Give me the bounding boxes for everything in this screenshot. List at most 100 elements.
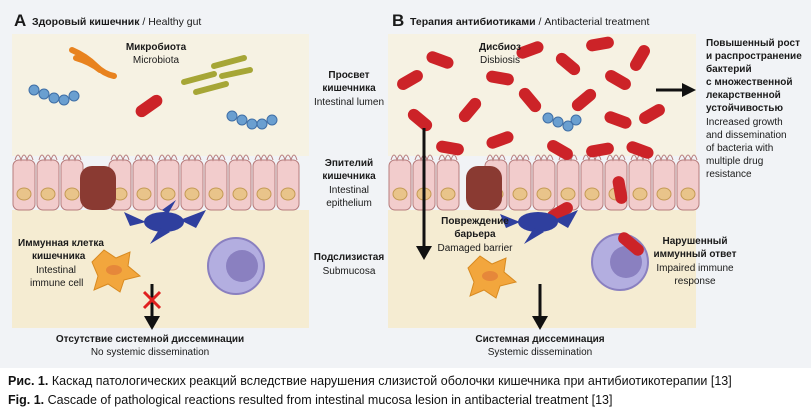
cocci-blue-cluster <box>542 112 582 132</box>
panel-a-title-ru: Здоровый кишечник <box>32 16 140 28</box>
no-dissemination-label-ru: Отсутствие системной диссеминации <box>55 334 245 345</box>
panel-b-letter: B <box>392 11 405 30</box>
cell-nucleus <box>280 187 296 201</box>
macrophage-nucleus <box>226 250 258 282</box>
bacteria-red <box>516 41 544 59</box>
growth-label-ru-2: и распространение <box>706 51 802 62</box>
bacteria-green-rods <box>181 55 253 95</box>
panel-b-title-en: / Antibacterial treatment <box>538 16 650 28</box>
bacteria-red <box>618 232 644 256</box>
growth-label-ru-6: устойчивостью <box>706 103 783 114</box>
impaired-immune-label-en-2: response <box>674 276 716 287</box>
growth-label-en-5: resistance <box>706 169 752 180</box>
dysbiosis-label-ru: Дисбиоз <box>479 42 521 53</box>
cell-nucleus <box>184 187 200 201</box>
epithelial-cell <box>180 159 204 211</box>
caption-ru-text: Каскад патологических реакций вследствие… <box>48 374 732 388</box>
panel-b-title: Терапия антибиотиками / Antibacterial tr… <box>410 16 649 28</box>
bacteria-red <box>486 131 514 149</box>
microvilli <box>654 154 674 162</box>
figure-panel: A Здоровый кишечник / Healthy gut Микроб… <box>0 0 811 368</box>
cell-nucleus <box>680 187 696 201</box>
panel-a-title-en: / Healthy gut <box>142 16 202 28</box>
epithelial-cell <box>204 159 228 211</box>
dendritic-cell <box>500 210 578 244</box>
epithelial-cell <box>508 159 532 211</box>
growth-label-ru-5: лекарственной <box>706 90 781 101</box>
epithelium-a <box>12 154 300 211</box>
impaired-immune-label-ru-2: иммунный ответ <box>653 249 737 260</box>
epithelium-label-en-1: Intestinal <box>328 185 370 196</box>
epithelial-cell <box>532 159 556 211</box>
bacteria-red <box>586 142 614 158</box>
bacteria-red-group <box>397 36 665 222</box>
immune-cell-label-ru-2: кишечника <box>32 251 86 262</box>
cell-nucleus <box>512 187 528 201</box>
growth-label-ru-1: Повышенный рост <box>706 38 800 49</box>
bacteria-red <box>426 51 454 69</box>
epithelial-cell <box>580 159 604 211</box>
bacteria-red <box>605 70 631 90</box>
panel-a-letter: A <box>14 11 27 30</box>
microvilli <box>678 154 698 162</box>
cell-nucleus <box>632 187 648 201</box>
caption-en: Fig. 1. Cascade of pathological reaction… <box>8 393 612 408</box>
growth-label-ru-4: с множественной <box>706 77 793 88</box>
immune-cell-label-ru-1: Иммунная клетка <box>18 238 104 249</box>
epithelial-cell <box>36 159 60 211</box>
microvilli <box>230 154 250 162</box>
epithelial-cell <box>676 159 700 211</box>
arrow-head <box>532 316 548 330</box>
microvilli <box>110 154 130 162</box>
bacteria-red <box>486 70 514 86</box>
block-cross <box>142 290 162 310</box>
growth-label-en-3: of bacteria with <box>706 143 774 154</box>
arrow-head-a <box>144 316 160 330</box>
goblet-cell <box>80 166 116 210</box>
arrow-head <box>416 246 432 260</box>
immune-cell-label-en-1: Intestinal <box>36 265 77 276</box>
caption-ru-label: Рис. 1. <box>8 374 49 388</box>
immune-cell-nucleus <box>106 265 122 275</box>
epithelial-cell <box>436 159 460 211</box>
epithelial-cell <box>252 159 276 211</box>
systemic-dissemination-label-en: Systemic dissemination <box>487 347 593 358</box>
cell-nucleus <box>40 187 56 201</box>
bacteria-orange-chain <box>69 47 117 79</box>
cell-nucleus <box>560 187 576 201</box>
bacteria-red <box>604 111 632 129</box>
damaged-barrier-label-ru-2: барьера <box>454 229 496 240</box>
cell-nucleus <box>392 187 408 201</box>
lumen-label-ru-1: Просвет <box>328 70 370 81</box>
bacteria-red <box>397 70 423 90</box>
cell-nucleus <box>208 187 224 201</box>
epithelial-cell <box>652 159 676 211</box>
lumen-label-en: Intestinal lumen <box>313 97 385 108</box>
cell-nucleus <box>64 187 80 201</box>
epithelium-label-ru-2: кишечника <box>322 171 376 182</box>
microvilli <box>14 154 34 162</box>
cocci-blue-cluster <box>28 84 278 130</box>
no-dissemination-label-en: No systemic dissemination <box>90 347 210 358</box>
microvilli <box>278 154 298 162</box>
epithelial-cell <box>12 159 36 211</box>
bacteria-red <box>571 88 597 112</box>
submucosa-label-ru: Подслизистая <box>313 252 385 263</box>
microvilli <box>510 154 530 162</box>
microvilli <box>534 154 554 162</box>
microbiota-label-ru: Микробиота <box>125 42 187 53</box>
growth-label-en-4: multiple drug <box>706 156 764 167</box>
microvilli <box>486 154 506 162</box>
microvilli <box>206 154 226 162</box>
cell-nucleus <box>256 187 272 201</box>
arrow-head <box>682 83 696 97</box>
microvilli <box>134 154 154 162</box>
bacteria-red <box>612 176 628 204</box>
bacteria-red <box>555 52 581 76</box>
microvilli <box>438 154 458 162</box>
bacteria-red <box>639 104 665 124</box>
epithelial-cell <box>60 159 84 211</box>
caption-ru: Рис. 1. Каскад патологических реакций вс… <box>8 374 732 389</box>
epithelium-label-ru-1: Эпителий <box>324 158 374 169</box>
cell-nucleus <box>136 187 152 201</box>
